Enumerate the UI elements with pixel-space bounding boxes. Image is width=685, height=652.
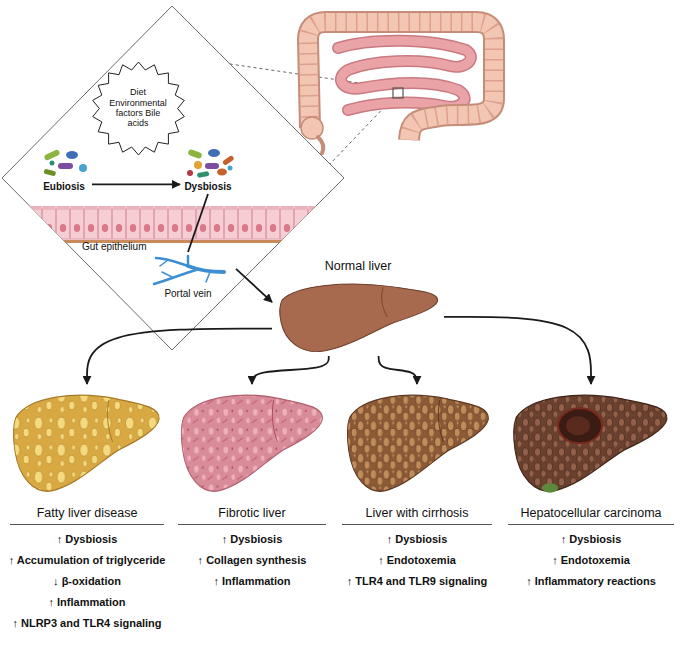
illustration-part — [156, 258, 188, 266]
illustration-part — [0, 240, 350, 243]
illustration-part — [205, 163, 219, 169]
feature-item: ↑ Inflammation — [172, 571, 332, 592]
illustration-part — [382, 288, 388, 317]
feature-item: ↑ Dysbiosis — [336, 529, 498, 550]
connectors — [87, 184, 591, 384]
connector-arrow — [444, 317, 591, 384]
illustration-part — [438, 400, 443, 442]
feature-item: ↑ Inflammatory reactions — [502, 571, 680, 592]
illustration-part — [338, 41, 471, 110]
cluster-label: Dysbiosis — [180, 180, 236, 194]
stage-title: Hepatocellular carcinoma — [508, 506, 674, 525]
illustration-part — [160, 260, 168, 266]
illustration-part — [272, 400, 277, 442]
illustration-part — [308, 22, 494, 140]
feature-item: ↑ Dysbiosis — [4, 529, 170, 550]
factor-starburst: Diet Environmental factors Bile acids — [91, 61, 186, 156]
illustration-part — [194, 161, 202, 169]
region-label: Gut epithelium — [82, 241, 146, 253]
feature-item: ↑ Accumulation of triglyceride — [4, 550, 170, 571]
starburst-shape — [92, 62, 184, 155]
illustration-part — [107, 400, 112, 442]
disease-stage: Hepatocellular carcinoma ↑ Dysbiosis↑ End… — [502, 384, 680, 592]
eubiosis-bacteria — [43, 149, 87, 177]
illustration-part — [187, 149, 202, 159]
feature-item: ↑ Dysbiosis — [172, 529, 332, 550]
illustration-part — [542, 483, 558, 492]
illustration-part — [228, 166, 233, 171]
illustration-part — [280, 284, 438, 352]
illustration-part — [206, 272, 210, 282]
connector-arrow — [92, 183, 180, 185]
connector-arrow — [252, 356, 329, 384]
feature-item: ↓ β-oxidation — [4, 571, 170, 592]
illustration-part — [566, 416, 590, 435]
illustration-part — [338, 41, 471, 110]
normal-liver — [280, 284, 438, 352]
carcinoma-liver — [514, 395, 667, 492]
illustration-part — [79, 164, 87, 172]
illustration-part — [162, 272, 172, 277]
illustration-part — [50, 161, 55, 166]
cirrhotic-liver — [347, 395, 488, 491]
disease-stage: Liver with cirrhosis ↑ Dysbiosis↑ Endotox… — [336, 384, 498, 592]
liver-stage: Normal liver — [272, 258, 444, 356]
portal-vein-vessel — [154, 256, 224, 284]
illustration-part — [154, 270, 196, 284]
feature-item: ↑ NLRP3 and TLR4 signaling — [4, 613, 170, 634]
stage-label: Normal liver — [272, 258, 444, 274]
gut-epithelium — [0, 206, 350, 243]
illustration-part — [308, 22, 494, 140]
illustration-part — [0, 206, 350, 240]
illustration-part — [66, 151, 78, 159]
factor-text: Diet Environmental factors Bile acids — [106, 87, 170, 128]
illustration-part — [43, 149, 60, 161]
portal-vein: Portal vein — [140, 252, 236, 300]
connector-arrow — [188, 194, 208, 252]
vessel-label: Portal vein — [140, 288, 236, 300]
illustration-part — [393, 88, 403, 98]
feature-item: ↑ Endotoxemia — [336, 550, 498, 571]
connector-arrow — [236, 269, 272, 302]
illustration-part — [347, 395, 488, 491]
illustration-part — [308, 22, 494, 140]
bacteria-cluster: Eubiosis — [36, 146, 92, 194]
illustration-part — [187, 170, 193, 176]
illustration-part — [318, 137, 323, 153]
illustration-part — [43, 169, 56, 177]
illustration-part — [217, 169, 227, 176]
fatty-liver — [13, 395, 159, 491]
stage-title: Fibrotic liver — [178, 506, 326, 525]
illustration-part — [13, 395, 159, 491]
feature-item: ↑ Collagen synthesis — [172, 550, 332, 571]
cluster-label: Eubiosis — [36, 180, 92, 194]
feature-item: ↑ Inflammation — [4, 592, 170, 613]
illustration-part — [301, 117, 323, 139]
dysbiosis-bacteria — [187, 149, 235, 178]
disease-stage: Fatty liver disease ↑ Dysbiosis↑ Accumula… — [4, 384, 170, 634]
connector-arrow — [87, 329, 272, 384]
illustration-part — [197, 171, 210, 178]
illustration-part — [558, 408, 602, 443]
fibrotic-liver — [181, 395, 322, 491]
illustration-part — [222, 155, 235, 166]
stage-title: Liver with cirrhosis — [342, 506, 492, 525]
disease-stage: Fibrotic liver ↑ Dysbiosis↑ Collagen synt… — [172, 384, 332, 592]
feature-item: ↑ Endotoxemia — [502, 550, 680, 571]
illustration-part — [181, 395, 322, 491]
feature-item: ↑ TLR4 and TLR9 signaling — [336, 571, 498, 592]
connector-arrow — [379, 356, 417, 384]
colon-illustration — [301, 22, 494, 153]
illustration-part — [514, 395, 667, 491]
illustration-part — [58, 163, 73, 169]
stage-title: Fatty liver disease — [10, 506, 164, 525]
feature-item: ↑ Dysbiosis — [502, 529, 680, 550]
illustration-part — [208, 149, 220, 157]
bacteria-cluster: Dysbiosis — [180, 146, 236, 194]
